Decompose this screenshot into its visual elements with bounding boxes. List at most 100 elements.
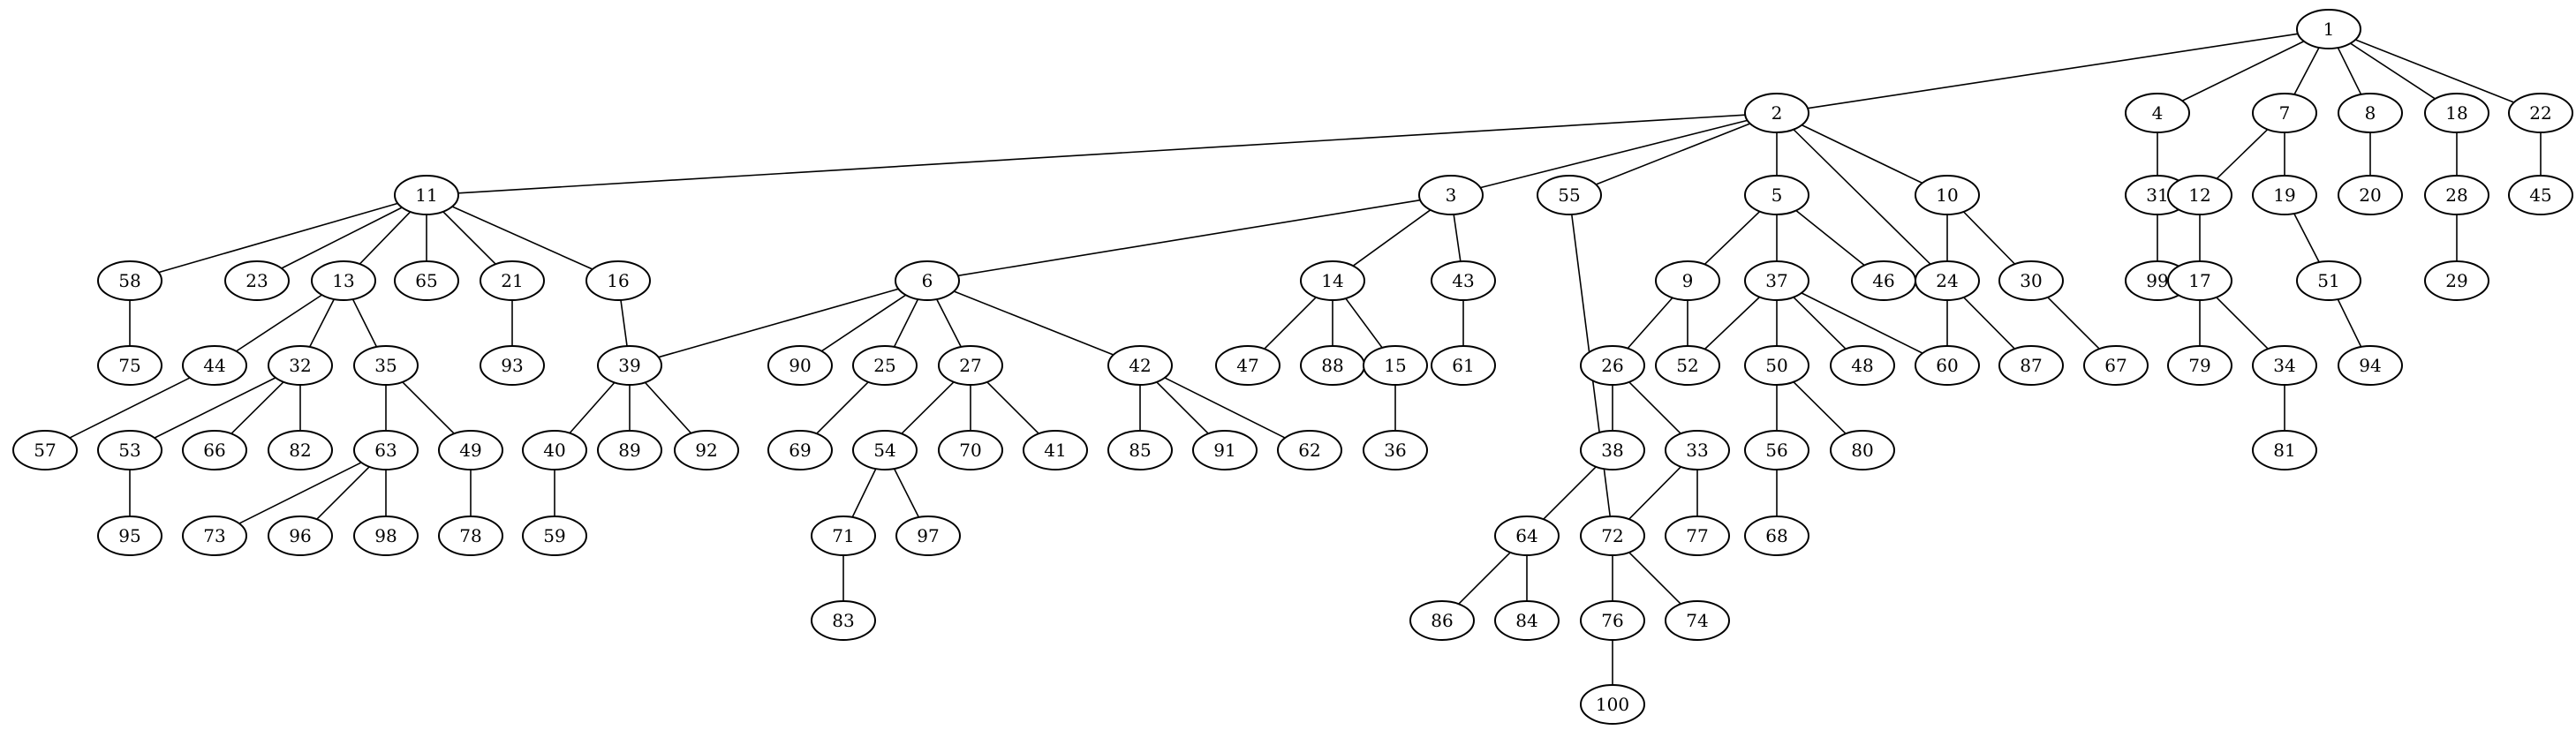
node-92: 92	[674, 430, 739, 470]
node-label: 62	[1298, 440, 1320, 461]
node-81: 81	[2252, 430, 2317, 470]
node-label: 28	[2445, 184, 2467, 206]
node-ellipse	[268, 516, 333, 556]
node-24: 24	[1915, 260, 1980, 301]
node-ellipse	[2167, 345, 2232, 386]
node-label: 52	[1676, 355, 1698, 376]
edge-13-35	[351, 298, 378, 348]
node-ellipse	[1665, 600, 1730, 641]
edge-2-11	[457, 114, 1746, 194]
node-ellipse	[1830, 430, 1895, 470]
edge-39-40	[569, 381, 616, 434]
node-78: 78	[438, 516, 503, 556]
node-48: 48	[1830, 345, 1895, 386]
edge-7-12	[2216, 129, 2269, 179]
node-40: 40	[522, 430, 587, 470]
node-ellipse	[1998, 260, 2064, 301]
node-label: 19	[2273, 184, 2295, 206]
node-ellipse	[522, 516, 587, 556]
node-ellipse	[182, 345, 247, 386]
node-label: 11	[415, 184, 437, 206]
node-label: 70	[959, 440, 981, 461]
node-4: 4	[2125, 93, 2190, 133]
node-ellipse	[2424, 93, 2489, 133]
node-28: 28	[2424, 175, 2489, 215]
node-ellipse	[811, 516, 876, 556]
edge-1-8	[2337, 47, 2362, 95]
node-20: 20	[2338, 175, 2403, 215]
node-ellipse	[1431, 345, 1496, 386]
node-ellipse	[895, 516, 961, 556]
node-label: 51	[2317, 270, 2339, 291]
node-ellipse	[311, 260, 376, 301]
node-label: 15	[1384, 355, 1406, 376]
node-68: 68	[1744, 516, 1809, 556]
node-ellipse	[1494, 516, 1560, 556]
node-26: 26	[1580, 345, 1645, 386]
node-ellipse	[2424, 260, 2489, 301]
node-ellipse	[12, 430, 78, 470]
node-label: 99	[2146, 270, 2168, 291]
edge-6-90	[820, 294, 907, 352]
edge-50-80	[1793, 381, 1847, 434]
node-label: 32	[289, 355, 311, 376]
node-label: 5	[1771, 184, 1783, 206]
node-75: 75	[97, 345, 162, 386]
node-ellipse	[767, 430, 833, 470]
node-label: 94	[2359, 355, 2381, 376]
node-label: 58	[118, 270, 140, 291]
node-18: 18	[2424, 93, 2489, 133]
node-98: 98	[353, 516, 419, 556]
node-ellipse	[2296, 9, 2361, 49]
node-57: 57	[12, 430, 78, 470]
edge-14-15	[1345, 297, 1383, 349]
edges-layer	[69, 33, 2542, 685]
node-ellipse	[182, 430, 247, 470]
node-ellipse	[353, 430, 419, 470]
node-ellipse	[97, 516, 162, 556]
node-47: 47	[1215, 345, 1280, 386]
node-ellipse	[597, 345, 662, 386]
node-label: 48	[1851, 355, 1873, 376]
node-ellipse	[2508, 93, 2573, 133]
node-36: 36	[1363, 430, 1428, 470]
edge-39-92	[644, 381, 692, 434]
edge-42-91	[1156, 381, 1209, 434]
node-82: 82	[268, 430, 333, 470]
node-72: 72	[1580, 516, 1645, 556]
node-61: 61	[1431, 345, 1496, 386]
node-34: 34	[2252, 345, 2317, 386]
node-label: 86	[1431, 610, 1453, 631]
node-ellipse	[2338, 93, 2403, 133]
node-label: 65	[415, 270, 437, 291]
edge-13-44	[236, 294, 322, 352]
node-38: 38	[1580, 430, 1645, 470]
node-label: 80	[1851, 440, 1873, 461]
node-label: 40	[543, 440, 565, 461]
node-label: 55	[1558, 184, 1580, 206]
node-ellipse	[1363, 345, 1428, 386]
node-ellipse	[767, 345, 833, 386]
node-label: 79	[2188, 355, 2210, 376]
node-label: 9	[1682, 270, 1694, 291]
node-ellipse	[97, 345, 162, 386]
node-43: 43	[1431, 260, 1496, 301]
node-58: 58	[97, 260, 162, 301]
node-ellipse	[852, 430, 918, 470]
node-label: 67	[2104, 355, 2127, 376]
node-label: 77	[1686, 525, 1708, 546]
edge-3-14	[1352, 209, 1432, 267]
node-label: 98	[374, 525, 397, 546]
node-88: 88	[1300, 345, 1365, 386]
node-85: 85	[1107, 430, 1173, 470]
node-label: 73	[203, 525, 225, 546]
node-ellipse	[1744, 260, 1809, 301]
node-label: 1	[2323, 19, 2335, 40]
edge-11-13	[359, 211, 412, 265]
node-2: 2	[1744, 93, 1809, 133]
edge-19-51	[2293, 213, 2320, 263]
node-label: 92	[695, 440, 717, 461]
node-label: 16	[607, 270, 629, 291]
node-59: 59	[522, 516, 587, 556]
